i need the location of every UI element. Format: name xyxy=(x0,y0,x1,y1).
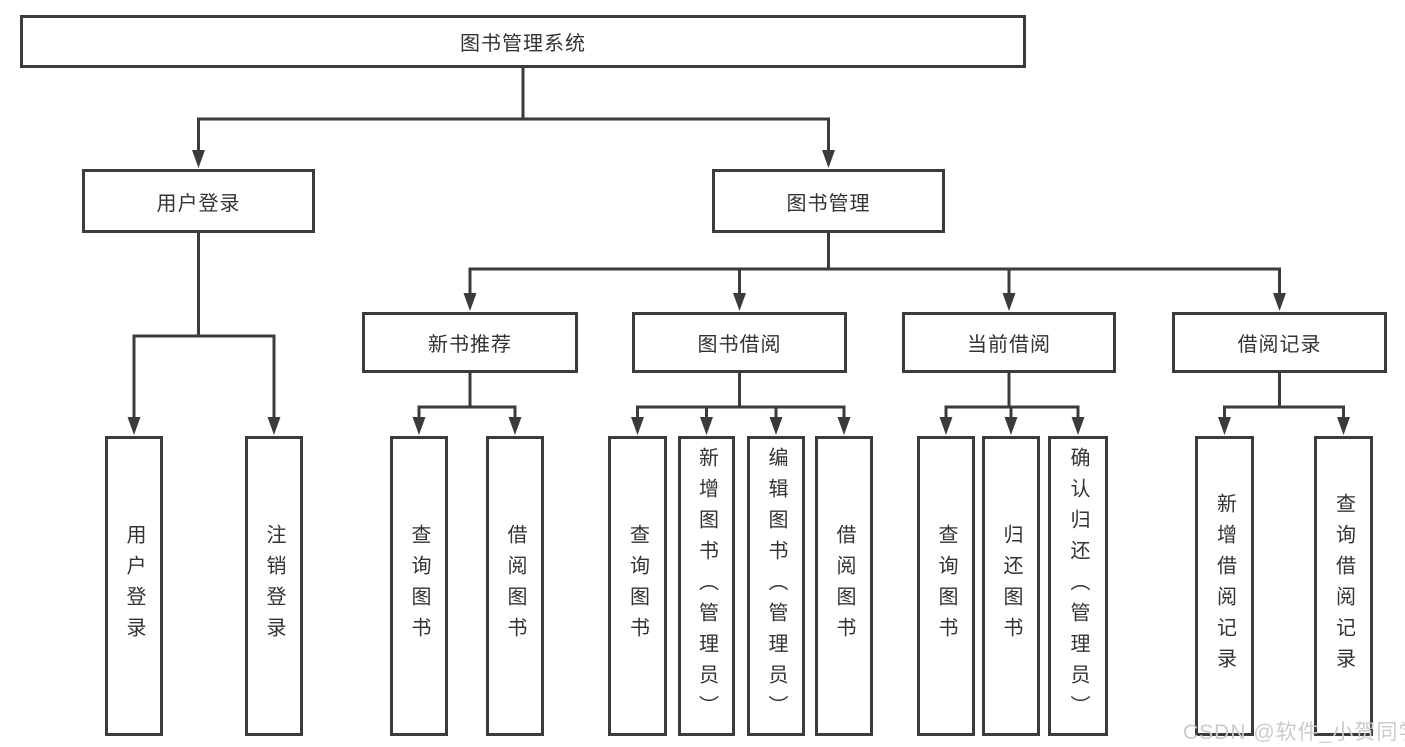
leaf-current-query-books: 查询图书 xyxy=(917,436,975,736)
leaf-borrow-borrow-books-label: 借阅图书 xyxy=(833,524,855,648)
leaf-current-return-books-label: 归还图书 xyxy=(1000,524,1022,648)
leaf-borrow-query-books: 查询图书 xyxy=(608,436,667,736)
node-borrow-records-label: 借阅记录 xyxy=(1237,334,1322,356)
leaf-borrow-add-books-admin: 新增图书（管理员） xyxy=(678,436,735,736)
node-book-management-label: 图书管理 xyxy=(786,192,871,215)
leaf-records-add-record-label: 新增借阅记录 xyxy=(1213,493,1236,679)
leaf-records-query-record-label: 查询借阅记录 xyxy=(1332,493,1355,679)
node-user-login-label: 用户登录 xyxy=(156,192,241,215)
leaf-borrow-borrow-books: 借阅图书 xyxy=(815,436,873,736)
leaf-newbooks-borrow-books: 借阅图书 xyxy=(486,436,544,736)
leaf-newbooks-query-books: 查询图书 xyxy=(390,436,448,736)
leaf-borrow-edit-books-admin: 编辑图书（管理员） xyxy=(747,436,805,736)
leaf-logout: 注销登录 xyxy=(245,436,303,736)
leaf-records-add-record: 新增借阅记录 xyxy=(1195,436,1254,736)
leaf-current-confirm-return-admin: 确认归还（管理员） xyxy=(1048,436,1108,736)
leaf-newbooks-borrow-books-label: 借阅图书 xyxy=(504,524,526,648)
csdn-watermark: CSDN @软件_小贺同学 xyxy=(1183,721,1405,744)
node-book-borrow-label: 图书借阅 xyxy=(697,334,782,356)
leaf-borrow-edit-books-admin-label: 编辑图书（管理员） xyxy=(765,446,787,726)
node-current-borrow-label: 当前借阅 xyxy=(967,334,1051,356)
node-root-label: 图书管理系统 xyxy=(460,33,586,55)
node-book-management: 图书管理 xyxy=(712,169,945,233)
leaf-current-confirm-return-admin-label: 确认归还（管理员） xyxy=(1067,446,1089,726)
node-user-login: 用户登录 xyxy=(82,169,315,233)
leaf-newbooks-query-books-label: 查询图书 xyxy=(408,524,430,648)
leaf-current-query-books-label: 查询图书 xyxy=(935,524,957,648)
node-book-borrow: 图书借阅 xyxy=(632,312,847,373)
leaf-records-query-record: 查询借阅记录 xyxy=(1314,436,1373,736)
leaf-logout-label: 注销登录 xyxy=(263,524,285,648)
leaf-current-return-books: 归还图书 xyxy=(982,436,1040,736)
node-new-book-recommend: 新书推荐 xyxy=(362,312,578,373)
node-borrow-records: 借阅记录 xyxy=(1172,312,1387,373)
node-root: 图书管理系统 xyxy=(20,15,1026,68)
leaf-user-login-label: 用户登录 xyxy=(123,524,145,648)
leaf-borrow-add-books-admin-label: 新增图书（管理员） xyxy=(695,446,718,726)
leaf-user-login: 用户登录 xyxy=(105,436,163,736)
arrowhead-icons xyxy=(127,150,1350,435)
leaf-borrow-query-books-label: 查询图书 xyxy=(626,524,649,648)
node-current-borrow: 当前借阅 xyxy=(902,312,1116,373)
node-new-book-recommend-label: 新书推荐 xyxy=(428,334,512,356)
